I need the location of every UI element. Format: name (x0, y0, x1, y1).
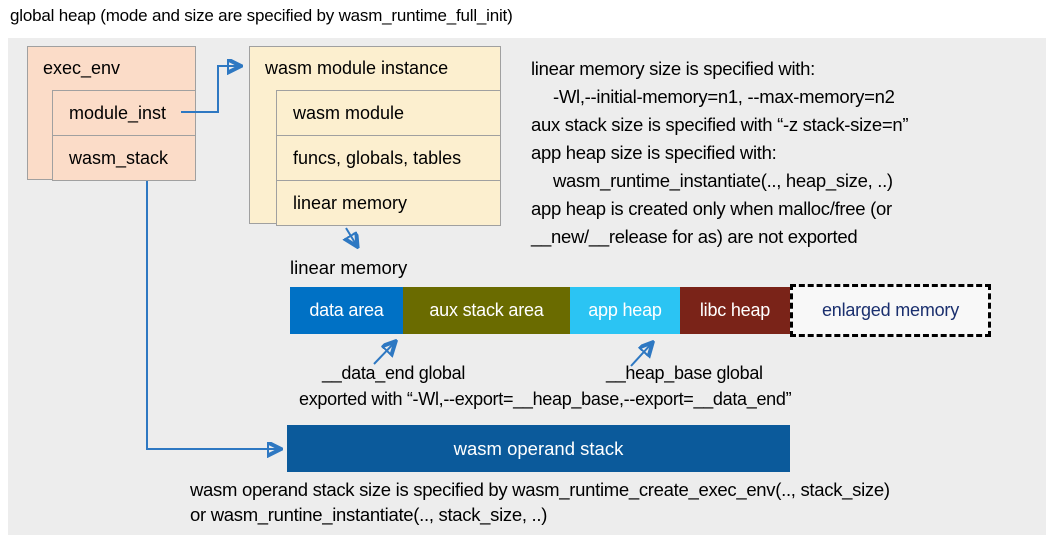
linear-memory-label: linear memory (290, 257, 408, 278)
module-instance-row-linear-memory: linear memory (276, 180, 501, 226)
note-line: __new/__release for as) are not exported (531, 226, 858, 247)
exec-env-box: exec_env module_inst wasm_stack (27, 46, 196, 181)
exec-env-row-module-inst: module_inst (52, 90, 196, 136)
footer-line-2: or wasm_runtine_instantiate(.., stack_si… (190, 504, 548, 525)
exported-annotation: exported with “-Wl,--export=__heap_base,… (299, 389, 792, 409)
segment-aux-stack-area: aux stack area (403, 287, 570, 334)
segment-libc-heap: libc heap (680, 287, 790, 334)
segment-data-area: data area (290, 287, 403, 334)
note-line: app heap is created only when malloc/fre… (531, 198, 892, 219)
note-line: -Wl,--initial-memory=n1, --max-memory=n2 (553, 86, 895, 107)
data-end-annotation: __data_end global (322, 363, 466, 383)
module-instance-row-wasm-module: wasm module (276, 90, 501, 136)
segment-app-heap: app heap (570, 287, 680, 334)
module-instance-header: wasm module instance (265, 58, 449, 78)
segment-enlarged-memory: enlarged memory (790, 284, 991, 337)
exec-env-row-wasm-stack: wasm_stack (52, 135, 196, 181)
footer-line-1: wasm operand stack size is specified by … (190, 479, 890, 500)
exec-env-header: exec_env (43, 58, 121, 78)
note-line: wasm_runtime_instantiate(.., heap_size, … (553, 170, 893, 191)
notes-block: linear memory size is specified with: -W… (531, 55, 909, 251)
module-instance-row-funcs-globals-tables: funcs, globals, tables (276, 135, 501, 181)
note-line: aux stack size is specified with “-z sta… (531, 114, 909, 135)
module-instance-box: wasm module instance wasm module funcs, … (249, 46, 501, 226)
operand-stack-box: wasm operand stack (287, 425, 790, 472)
page-title: global heap (mode and size are specified… (10, 6, 513, 25)
heap-base-annotation: __heap_base global (606, 363, 763, 383)
note-line: app heap size is specified with: (531, 142, 777, 163)
note-line: linear memory size is specified with: (531, 58, 815, 79)
